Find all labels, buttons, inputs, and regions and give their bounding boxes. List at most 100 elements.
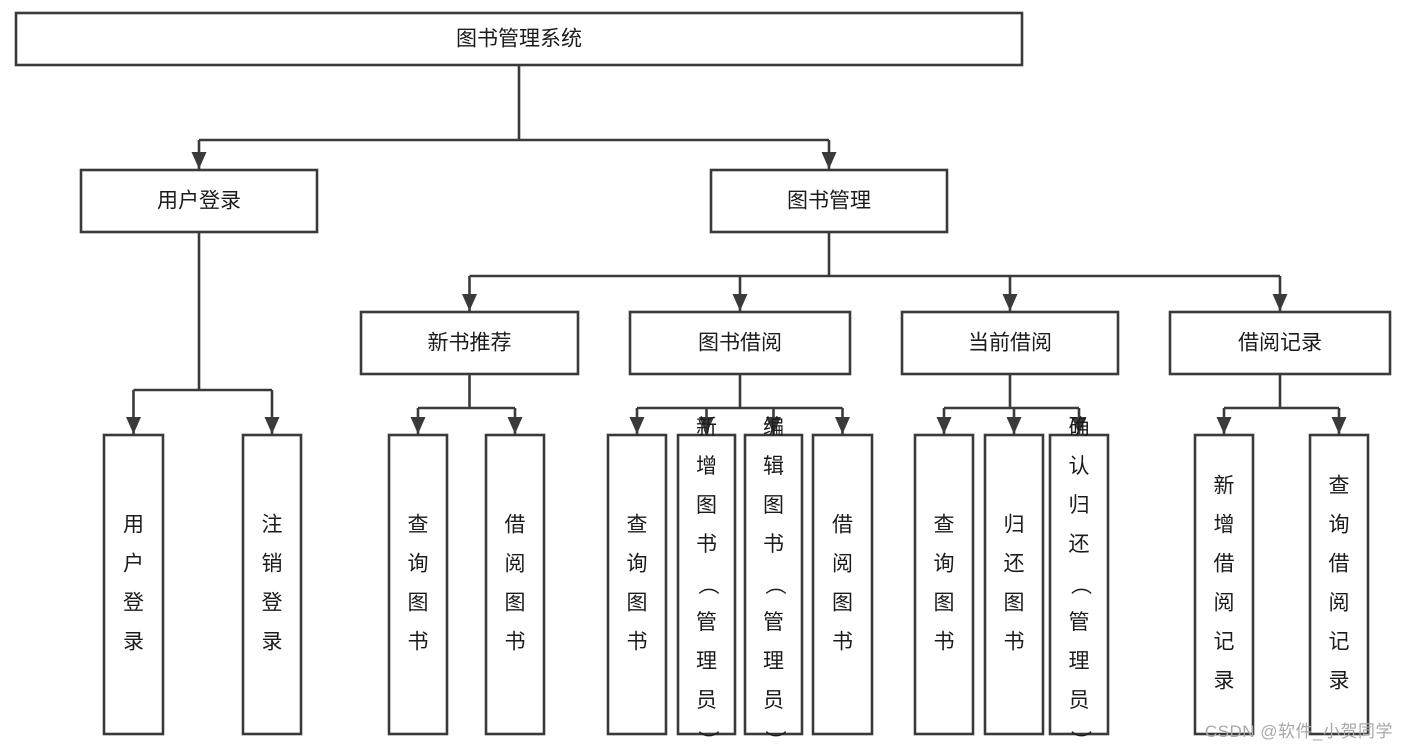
svg-text:确: 确 bbox=[1069, 416, 1090, 439]
node-new-book-rec[interactable]: 新书推荐 bbox=[359, 310, 580, 376]
node-box[interactable] bbox=[1048, 433, 1110, 736]
node-box[interactable] bbox=[743, 433, 804, 736]
svg-text:理: 理 bbox=[1069, 650, 1090, 673]
svg-text:新: 新 bbox=[696, 416, 717, 439]
node-book-borrow[interactable]: 图书借阅 bbox=[628, 310, 852, 376]
svg-text:图: 图 bbox=[832, 592, 853, 615]
node-box[interactable] bbox=[1168, 310, 1392, 376]
svg-text:理: 理 bbox=[696, 650, 717, 673]
svg-text:员: 员 bbox=[696, 689, 717, 712]
node-box[interactable] bbox=[900, 310, 1120, 376]
node-current-borrow[interactable]: 当前借阅 bbox=[900, 310, 1120, 376]
arrow-head-icon bbox=[264, 417, 280, 434]
svg-text:）: ） bbox=[696, 730, 719, 747]
node-box[interactable] bbox=[79, 168, 319, 234]
node-box[interactable] bbox=[913, 433, 975, 736]
node-box[interactable] bbox=[709, 168, 949, 234]
node-box[interactable] bbox=[1193, 433, 1255, 736]
svg-text:书: 书 bbox=[408, 631, 429, 654]
svg-text:书: 书 bbox=[832, 631, 853, 654]
svg-text:查: 查 bbox=[627, 514, 648, 537]
node-book-manage[interactable]: 图书管理 bbox=[709, 168, 949, 234]
node-label: 用户登录 bbox=[157, 190, 241, 213]
arrow-head-icon bbox=[1331, 417, 1347, 434]
svg-text:）: ） bbox=[763, 730, 786, 747]
arrow-head-icon bbox=[1272, 294, 1288, 311]
svg-text:查: 查 bbox=[934, 514, 955, 537]
node-label: 图书借阅 bbox=[698, 332, 782, 355]
node-box[interactable] bbox=[484, 433, 546, 736]
arrow-head-icon bbox=[1002, 294, 1018, 311]
svg-text:书: 书 bbox=[763, 533, 784, 556]
svg-text:用: 用 bbox=[123, 514, 144, 537]
node-label: 图书管理系统 bbox=[456, 28, 582, 51]
svg-text:辑: 辑 bbox=[763, 455, 784, 478]
node-leaf-user-login[interactable]: 用户登录 bbox=[102, 433, 165, 736]
node-box[interactable] bbox=[811, 433, 874, 736]
node-box[interactable] bbox=[606, 433, 668, 736]
arrow-head-icon bbox=[835, 417, 850, 434]
svg-text:认: 认 bbox=[1069, 455, 1090, 478]
svg-text:新: 新 bbox=[1214, 475, 1235, 498]
node-box[interactable] bbox=[628, 310, 852, 376]
arrow-head-icon bbox=[126, 417, 141, 434]
arrow-head-icon bbox=[1006, 417, 1022, 434]
svg-text:询: 询 bbox=[408, 553, 429, 576]
arrow-head-icon bbox=[732, 294, 748, 311]
svg-text:）: ） bbox=[1068, 730, 1091, 747]
arrow-head-icon bbox=[629, 417, 645, 434]
svg-text:员: 员 bbox=[1069, 689, 1090, 712]
node-box[interactable] bbox=[1308, 433, 1370, 736]
svg-text:录: 录 bbox=[1329, 670, 1350, 693]
svg-text:注: 注 bbox=[262, 514, 283, 537]
svg-text:登: 登 bbox=[123, 592, 144, 615]
arrow-head-icon bbox=[410, 417, 426, 434]
svg-text:（: （ bbox=[1068, 574, 1091, 595]
node-box[interactable] bbox=[102, 433, 165, 736]
arrow-head-icon bbox=[936, 417, 952, 434]
node-user-login[interactable]: 用户登录 bbox=[79, 168, 319, 234]
svg-text:归: 归 bbox=[1004, 514, 1025, 537]
svg-text:录: 录 bbox=[1214, 670, 1235, 693]
svg-text:阅: 阅 bbox=[505, 553, 526, 576]
svg-text:查: 查 bbox=[1329, 475, 1350, 498]
svg-text:登: 登 bbox=[262, 592, 283, 615]
node-box[interactable] bbox=[387, 433, 449, 736]
node-图书管理系统[interactable]: 图书管理系统 bbox=[14, 11, 1024, 67]
node-box[interactable] bbox=[983, 433, 1045, 736]
svg-text:（: （ bbox=[763, 574, 786, 595]
svg-text:录: 录 bbox=[123, 631, 144, 654]
svg-text:还: 还 bbox=[1004, 553, 1025, 576]
svg-text:理: 理 bbox=[763, 650, 784, 673]
node-box[interactable] bbox=[14, 11, 1024, 67]
node-borrow-record[interactable]: 借阅记录 bbox=[1168, 310, 1392, 376]
node-box[interactable] bbox=[241, 433, 303, 736]
svg-text:记: 记 bbox=[1329, 631, 1350, 654]
svg-text:书: 书 bbox=[627, 631, 648, 654]
node-box[interactable] bbox=[359, 310, 580, 376]
svg-text:归: 归 bbox=[1069, 494, 1090, 517]
svg-text:图: 图 bbox=[505, 592, 526, 615]
svg-text:询: 询 bbox=[627, 553, 648, 576]
node-box[interactable] bbox=[676, 433, 737, 736]
svg-text:图: 图 bbox=[627, 592, 648, 615]
arrow-head-icon bbox=[462, 294, 477, 311]
node-label: 用户登录 bbox=[123, 514, 144, 654]
